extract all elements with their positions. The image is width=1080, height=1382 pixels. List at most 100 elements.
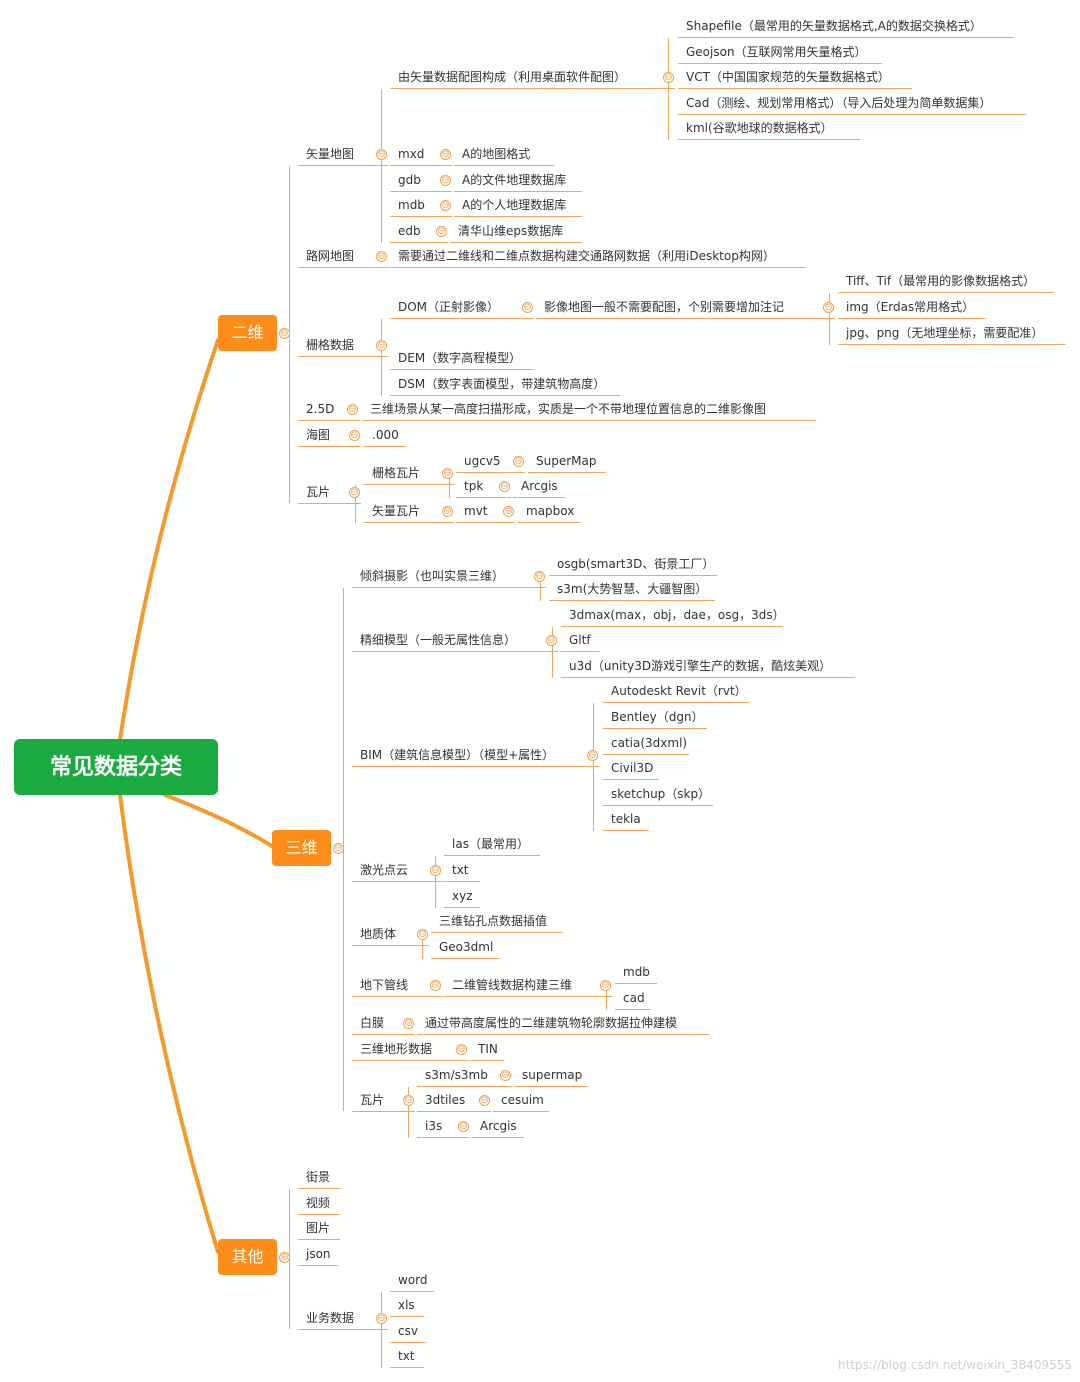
collapse-icon[interactable]: ⊖ <box>546 635 557 646</box>
node-label[interactable]: Geojson（互联网常用矢量格式） <box>686 45 867 59</box>
node-label[interactable]: json <box>306 1247 331 1261</box>
node-label[interactable]: mvt <box>464 504 488 518</box>
node-label[interactable]: 业务数据 <box>306 1311 355 1325</box>
collapse-icon[interactable]: ⊖ <box>587 750 598 761</box>
node-label[interactable]: Arcgis <box>480 1119 517 1133</box>
node-label[interactable]: s3m(大势智慧、大疆智图） <box>557 582 708 596</box>
node-label[interactable]: SuperMap <box>536 454 597 468</box>
node-label[interactable]: jpg、png（无地理坐标，需要配准） <box>846 326 1044 340</box>
node-label[interactable]: s3m/s3mb <box>425 1068 488 1082</box>
node-label[interactable]: mdb <box>623 965 650 979</box>
node-label[interactable]: Gltf <box>569 633 591 647</box>
node-label[interactable]: csv <box>398 1324 418 1338</box>
node-label[interactable]: 地下管线 <box>360 978 409 992</box>
node-label[interactable]: catia(3dxml) <box>611 736 688 750</box>
node-label[interactable]: 激光点云 <box>360 863 409 877</box>
collapse-icon[interactable]: ⊖ <box>442 468 453 479</box>
collapse-icon[interactable]: ⊖ <box>440 200 451 211</box>
node-label[interactable]: DOM（正射影像） <box>398 300 500 314</box>
node-label[interactable]: 三维钻孔点数据插值 <box>439 914 548 928</box>
node-label[interactable]: A的文件地理数据库 <box>462 173 567 187</box>
node-label[interactable]: 矢量瓦片 <box>372 504 421 518</box>
node-label[interactable]: DSM（数字表面模型，带建筑物高度） <box>398 377 606 391</box>
node-label[interactable]: Geo3dml <box>439 940 494 954</box>
node-label[interactable]: sketchup（skp） <box>611 787 711 801</box>
node-label[interactable]: supermap <box>522 1068 583 1082</box>
node-label[interactable]: 需要通过二维线和二维点数据构建交通路网数据（利用iDesktop构网） <box>398 249 775 263</box>
collapse-icon[interactable]: ⊖ <box>349 430 360 441</box>
node-label[interactable]: 瓦片 <box>306 485 331 499</box>
collapse-icon[interactable]: ⊖ <box>600 980 611 991</box>
node-label[interactable]: txt <box>452 863 469 877</box>
node-label[interactable]: 3dtiles <box>425 1093 466 1107</box>
node-label[interactable]: 影像地图一般不需要配图，个别需要增加注记 <box>544 300 785 314</box>
node-label[interactable]: 倾斜摄影（也叫实景三维） <box>360 569 505 583</box>
node-label[interactable]: 通过带高度属性的二维建筑物轮廓数据拉伸建模 <box>425 1016 678 1030</box>
node-label[interactable]: 栅格数据 <box>306 338 355 352</box>
collapse-icon[interactable]: ⊖ <box>430 980 441 991</box>
node-label[interactable]: TIN <box>478 1042 498 1056</box>
collapse-icon[interactable]: ⊖ <box>440 149 451 160</box>
collapse-icon[interactable]: ⊖ <box>442 506 453 517</box>
node-label[interactable]: 瓦片 <box>360 1093 385 1107</box>
collapse-icon[interactable]: ⊖ <box>403 1095 414 1106</box>
collapse-icon[interactable]: ⊖ <box>534 571 545 582</box>
node-label[interactable]: 街景 <box>306 1170 331 1184</box>
node-label[interactable]: osgb(smart3D、街景工厂） <box>557 557 715 571</box>
node-label[interactable]: 白膜 <box>360 1016 385 1030</box>
node-label[interactable]: word <box>398 1273 428 1287</box>
node-label[interactable]: A的地图格式 <box>462 147 531 161</box>
node-label[interactable]: Bentley（dgn） <box>611 710 704 724</box>
node-label[interactable]: Arcgis <box>521 479 558 493</box>
collapse-icon[interactable]: ⊖ <box>499 481 510 492</box>
node-label[interactable]: u3d（unity3D游戏引擎生产的数据，酷炫美观） <box>569 659 832 673</box>
collapse-icon[interactable]: ⊖ <box>503 506 514 517</box>
node-label[interactable]: Shapefile（最常用的矢量数据格式,A的数据交换格式） <box>686 19 982 33</box>
collapse-icon[interactable]: ⊖ <box>376 149 387 160</box>
node-label[interactable]: mapbox <box>526 504 575 518</box>
branch-3d[interactable]: 三维 <box>272 830 331 866</box>
collapse-icon[interactable]: ⊖ <box>376 340 387 351</box>
node-label[interactable]: 二维管线数据构建三维 <box>452 978 573 992</box>
collapse-icon[interactable]: ⊖ <box>403 1018 414 1029</box>
collapse-icon[interactable]: ⊖ <box>522 302 533 313</box>
collapse-icon[interactable]: ⊖ <box>500 1070 511 1081</box>
node-label[interactable]: 地质体 <box>360 927 397 941</box>
node-label[interactable]: tpk <box>464 479 484 493</box>
collapse-icon[interactable]: ⊖ <box>347 404 358 415</box>
branch-other[interactable]: 其他 <box>218 1239 277 1275</box>
collapse-icon[interactable]: ⊖ <box>376 251 387 262</box>
node-label[interactable]: mdb <box>398 198 425 212</box>
node-label[interactable]: las（最常用） <box>452 837 529 851</box>
root-node[interactable]: 常见数据分类 <box>14 739 218 795</box>
node-label[interactable]: Autodeskt Revit（rvt） <box>611 684 747 698</box>
collapse-icon[interactable]: ⊖ <box>458 1121 469 1132</box>
node-label[interactable]: BIM（建筑信息模型）（模型+属性） <box>360 748 555 762</box>
node-label[interactable]: txt <box>398 1349 415 1363</box>
collapse-icon[interactable]: ⊖ <box>349 487 360 498</box>
collapse-icon[interactable]: ⊖ <box>663 72 674 83</box>
node-label[interactable]: 清华山维eps数据库 <box>458 224 564 238</box>
collapse-icon[interactable]: ⊖ <box>440 175 451 186</box>
node-label[interactable]: Tiff、Tif（最常用的影像数据格式） <box>846 274 1036 288</box>
node-label[interactable]: 三维场景从某一高度扫描形成，实质是一个不带地理位置信息的二维影像图 <box>370 402 767 416</box>
node-label[interactable]: mxd <box>398 147 425 161</box>
node-label[interactable]: 视频 <box>306 1196 331 1210</box>
node-label[interactable]: 矢量地图 <box>306 147 355 161</box>
node-label[interactable]: ugcv5 <box>464 454 501 468</box>
node-label[interactable]: DEM（数字高程模型） <box>398 351 522 365</box>
node-label[interactable]: .000 <box>372 428 399 442</box>
node-label[interactable]: gdb <box>398 173 421 187</box>
node-label[interactable]: Cad（测绘、规划常用格式）（导入后处理为简单数据集） <box>686 96 992 110</box>
collapse-icon[interactable]: ⊖ <box>823 302 834 313</box>
collapse-icon[interactable]: ⊖ <box>436 226 447 237</box>
collapse-icon[interactable]: ⊖ <box>430 865 441 876</box>
node-label[interactable]: 栅格瓦片 <box>372 466 421 480</box>
node-label[interactable]: 精细模型（一般无属性信息） <box>360 633 517 647</box>
collapse-icon[interactable]: ⊖ <box>456 1044 467 1055</box>
collapse-icon[interactable]: ⊖ <box>513 456 524 467</box>
node-label[interactable]: A的个人地理数据库 <box>462 198 567 212</box>
collapse-icon[interactable]: ⊖ <box>479 1095 490 1106</box>
node-label[interactable]: cad <box>623 991 645 1005</box>
node-label[interactable]: 图片 <box>306 1221 331 1235</box>
